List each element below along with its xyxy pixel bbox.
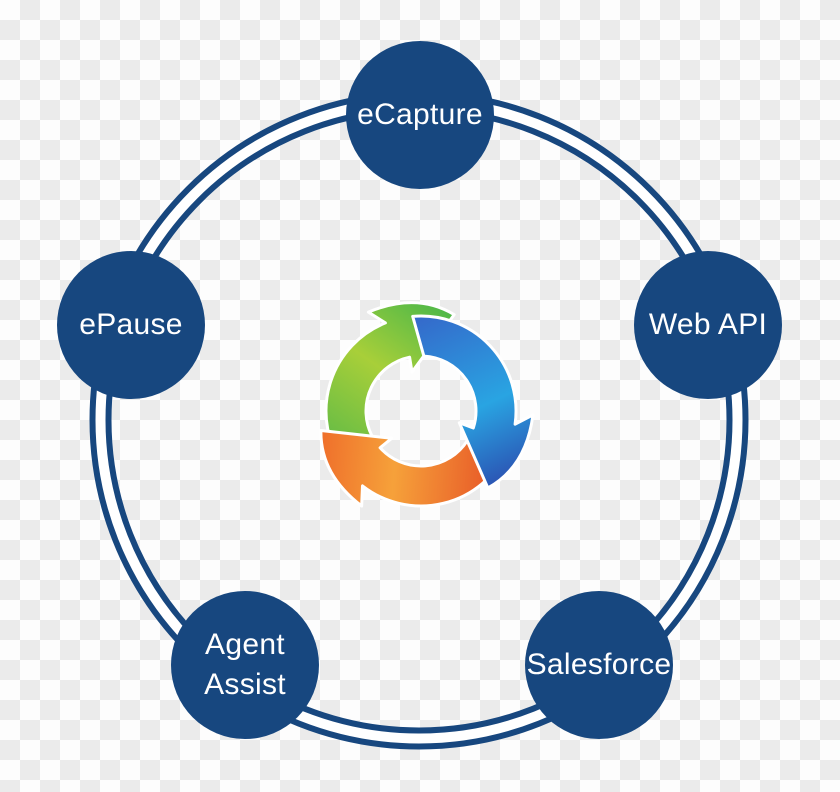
- diagram-node-web-api[interactable]: Web API: [634, 251, 782, 399]
- diagram-node-epause[interactable]: ePause: [57, 251, 205, 399]
- node-label-line-2: Assist: [204, 668, 286, 701]
- node-label-epause: ePause: [79, 308, 183, 342]
- cycle-arrow-orange-icon: [319, 428, 509, 508]
- node-label-web-api: Web API: [648, 308, 768, 342]
- diagram-node-salesforce[interactable]: Salesforce: [525, 591, 673, 739]
- node-label-salesforce: Salesforce: [526, 648, 672, 682]
- diagram-node-agent-assist[interactable]: Agent Assist: [171, 591, 319, 739]
- node-label-agent-assist: Agent Assist: [204, 625, 286, 704]
- cycle-arrows-logo: [319, 301, 535, 508]
- node-label-line-1: Agent: [205, 628, 285, 662]
- diagram-node-ecapture[interactable]: eCapture: [346, 41, 494, 189]
- node-label-ecapture: eCapture: [357, 98, 483, 132]
- cycle-arrow-blue-icon: [411, 314, 535, 490]
